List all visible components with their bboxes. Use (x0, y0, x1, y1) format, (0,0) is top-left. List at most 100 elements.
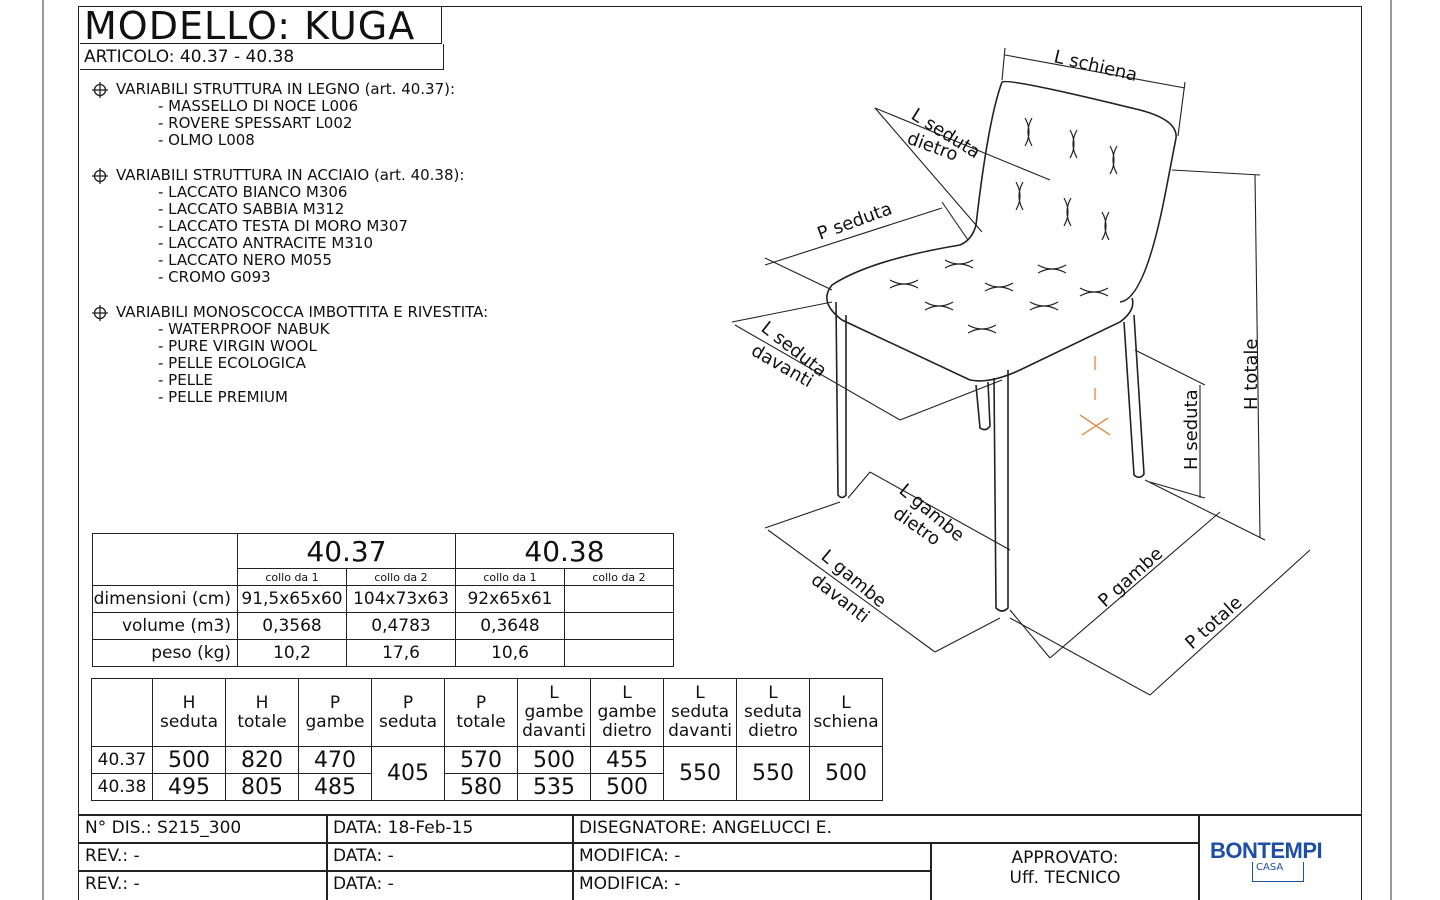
variant-group-shell: VARIABILI MONOSCOCCA IMBOTTITA E RIVESTI… (92, 304, 488, 406)
modification-2: MODIFICA: - (579, 874, 681, 894)
table-cell: 495 (152, 773, 226, 801)
variant-item: - LACCATO SABBIA M312 (158, 200, 345, 218)
drawing-number: N° DIS.: S215_300 (85, 818, 242, 838)
label-l-schiena: L schiena (1052, 46, 1139, 86)
variant-item: - LACCATO BIANCO M306 (158, 183, 348, 201)
crosshair-icon (92, 304, 108, 321)
table-cell (564, 612, 674, 640)
revision-date-1: DATA: - (333, 846, 394, 866)
variant-item: - PELLE ECOLOGICA (158, 354, 306, 372)
subheader: collo da 1 (237, 568, 347, 586)
table-cell: 550 (663, 746, 737, 801)
variant-item: - PELLE (158, 371, 213, 389)
row-label: volume (m3) (92, 612, 238, 640)
leg-back-left (975, 381, 991, 431)
variant-title: VARIABILI STRUTTURA IN ACCIAIO (art. 40.… (116, 166, 465, 184)
table-cell: 500 (590, 773, 664, 801)
revision-2: REV.: - (85, 874, 140, 894)
logo-sub: CASA (1252, 862, 1304, 882)
empty-cell (91, 678, 153, 747)
approval: APPROVATO: Uff. TECNICO (932, 848, 1198, 888)
table-cell: 0,3568 (237, 612, 347, 640)
leg-front-left (835, 301, 847, 499)
table-cell: 580 (444, 773, 518, 801)
drawing-date: DATA: 18-Feb-15 (333, 818, 474, 838)
label-h-totale: H totale (1241, 339, 1262, 411)
logo-text: BONTEMPI (1210, 838, 1323, 863)
table-cell (564, 585, 674, 613)
table-cell: 470 (298, 746, 372, 774)
footer-title-block: N° DIS.: S215_300 DATA: 18-Feb-15 DISEGN… (78, 814, 1362, 900)
variant-group-wood: VARIABILI STRUTTURA IN LEGNO (art. 40.37… (92, 81, 455, 149)
table-cell (564, 639, 674, 667)
label-h-seduta: H seduta (1181, 389, 1202, 470)
table-cell: 500 (517, 746, 591, 774)
variant-item: - LACCATO NERO M055 (158, 251, 332, 269)
table-cell: 405 (371, 746, 445, 801)
table-cell: 0,3648 (455, 612, 565, 640)
model-title: MODELLO: KUGA (80, 6, 442, 46)
table-cell: 0,4783 (346, 612, 456, 640)
subheader: collo da 2 (564, 568, 674, 586)
drawing-sheet (78, 6, 1362, 900)
table-cell: 10,2 (237, 639, 347, 667)
bontempi-logo: BONTEMPI CASA (1210, 838, 1354, 888)
variant-item: - LACCATO TESTA DI MORO M307 (158, 217, 408, 235)
table-cell: 91,5x65x60 (237, 585, 347, 613)
modification-1: MODIFICA: - (579, 846, 681, 866)
seat-outline (826, 244, 1134, 382)
backrest-inner (959, 81, 1003, 246)
designer: DISEGNATORE: ANGELUCCI E. (579, 818, 832, 838)
leg-front-right (993, 370, 1009, 612)
variant-item: - OLMO L008 (158, 131, 255, 149)
crosshair-icon (92, 167, 108, 184)
page-border-right (1390, 0, 1392, 900)
variant-item: - MASSELLO DI NOCE L006 (158, 97, 359, 115)
table-cell: 10,6 (455, 639, 565, 667)
label-p-gambe: P gambe (1094, 543, 1167, 612)
approved-label: APPROVATO: (1011, 848, 1119, 868)
table-cell: 17,6 (346, 639, 456, 667)
dimension-lines (731, 47, 1311, 696)
variant-item: - LACCATO ANTRACITE M310 (158, 234, 373, 252)
table-cell: 805 (225, 773, 299, 801)
packaging-table: 40.37 40.38 collo da 1 collo da 2 collo … (92, 533, 674, 667)
variant-item: - WATERPROOF NABUK (158, 320, 330, 338)
crosshair-icon (92, 81, 108, 98)
table-cell: 535 (517, 773, 591, 801)
center-mark (1079, 356, 1111, 436)
table-cell: 104x73x63 (346, 585, 456, 613)
revision-date-2: DATA: - (333, 874, 394, 894)
approved-office: Uff. TECNICO (1009, 868, 1121, 888)
tufting-pattern (889, 117, 1118, 334)
variant-item: - ROVERE SPESSART L002 (158, 114, 353, 132)
variant-title: VARIABILI STRUTTURA IN LEGNO (art. 40.37… (116, 80, 456, 98)
row-label: 40.37 (91, 746, 153, 774)
table-cell: 455 (590, 746, 664, 774)
label-p-seduta: P seduta (815, 198, 895, 244)
variant-item: - CROMO G093 (158, 268, 271, 286)
row-label: 40.38 (91, 773, 153, 801)
variant-group-steel: VARIABILI STRUTTURA IN ACCIAIO (art. 40.… (92, 167, 464, 286)
variant-item: - PURE VIRGIN WOOL (158, 337, 317, 355)
empty-cell (92, 533, 238, 586)
page-border-left (42, 0, 44, 900)
model-40-37-header: 40.37 (237, 533, 456, 569)
label-p-totale: P totale (1181, 592, 1246, 654)
subheader: collo da 2 (346, 568, 456, 586)
row-label: dimensioni (cm) (92, 585, 238, 613)
table-cell: 550 (736, 746, 810, 801)
backrest-outline (1001, 80, 1177, 303)
row-label: peso (kg) (92, 639, 238, 667)
subheader: collo da 1 (455, 568, 565, 586)
revision-1: REV.: - (85, 846, 140, 866)
